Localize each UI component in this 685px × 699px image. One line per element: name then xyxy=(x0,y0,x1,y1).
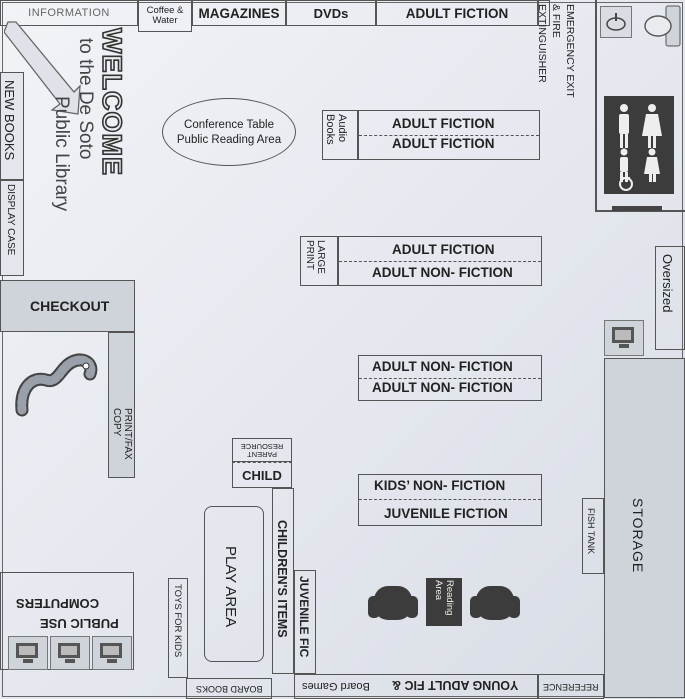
toys-for-kids-shelf xyxy=(168,578,188,678)
welcome-subtitle-2: Public Library xyxy=(51,96,72,212)
storage-room xyxy=(604,358,685,698)
restroom-door xyxy=(612,206,662,211)
toilet-icon xyxy=(640,4,682,50)
young-adult-label: YOUNG ADULT FIC & xyxy=(392,678,519,692)
parent-resource-label: PARENT RESOURCE xyxy=(240,442,284,459)
audio-books-label: Audio Books xyxy=(324,114,348,145)
fish-tank xyxy=(582,498,604,574)
kids-shelf xyxy=(358,474,542,526)
shelf4-top-label: KIDS’ NON- FICTION xyxy=(374,478,506,493)
shelf-divider xyxy=(359,378,541,379)
shelf3-top-label: ADULT NON- FICTION xyxy=(372,359,513,374)
shelf2-top-label: ADULT FICTION xyxy=(392,242,495,257)
adult-fiction-shelf-2 xyxy=(338,236,542,286)
adult-fiction-top-shelf: ADULT FICTION xyxy=(376,0,538,26)
shelf3-bottom-label: ADULT NON- FICTION xyxy=(372,380,513,395)
checkout-desk xyxy=(0,280,135,332)
computer-icon xyxy=(8,636,48,670)
shelf-divider xyxy=(359,135,539,136)
new-books-shelf xyxy=(0,72,24,180)
information-label: INFORMATION xyxy=(28,7,110,19)
dvds-area: DVDs xyxy=(286,0,376,26)
shelf1-top-label: ADULT FICTION xyxy=(392,116,495,131)
emergency-exit-label: EMERGENCY EXIT & FIRE EXTINGUISHER xyxy=(536,4,576,98)
welcome-subtitle-1: to the De Soto xyxy=(75,38,96,160)
shelf-divider xyxy=(339,261,541,262)
welcome-title: WELCOME xyxy=(96,27,128,177)
wheelchair-icon xyxy=(619,177,633,191)
checkout-label: CHECKOUT xyxy=(30,298,110,314)
armchair-icon xyxy=(470,586,520,620)
childrens-items-label: CHILDREN'S ITEMS xyxy=(275,520,289,638)
fish-tank-label: FISH TANK xyxy=(586,508,596,555)
play-area xyxy=(204,506,264,662)
print-fax-label: PRINT/FAX COPY xyxy=(111,408,133,460)
public-use-label: PUBLIC USE xyxy=(40,616,119,631)
reference-label: REFERENCE xyxy=(543,681,599,692)
arrow-icon xyxy=(4,21,81,115)
display-case xyxy=(0,180,24,276)
large-print-shelf xyxy=(300,236,338,286)
armchair-icon xyxy=(368,586,418,620)
sink-icon xyxy=(600,6,632,38)
board-books-label: BOARD BOOKS xyxy=(195,683,263,694)
coffee-label: Coffee & Water xyxy=(146,5,184,26)
computer-icon xyxy=(50,636,90,670)
reading-area-sign: Reading Area xyxy=(426,578,462,626)
shelf4-bottom-label: JUVENILE FICTION xyxy=(384,506,508,521)
child-label: CHILD xyxy=(242,467,282,483)
display-case-label: DISPLAY CASE xyxy=(5,184,16,256)
information-desk: INFORMATION xyxy=(0,0,138,26)
child-shelf: CHILD xyxy=(232,462,292,488)
emergency-exit-box xyxy=(538,0,550,26)
computer-icon xyxy=(604,320,644,356)
toys-for-kids-label: TOYS FOR KIDS xyxy=(172,584,183,658)
conference-table: Conference Table Public Reading Area xyxy=(162,98,296,166)
childrens-items-shelf xyxy=(272,488,294,674)
dvds-label: DVDs xyxy=(313,5,349,21)
board-books-shelf: BOARD BOOKS xyxy=(186,678,272,699)
shelf-divider xyxy=(359,499,541,500)
juvenile-fic-label: JUVENILE FIC xyxy=(297,576,311,658)
magazines-label: MAGAZINES xyxy=(198,5,280,21)
restroom-bottom-wall xyxy=(595,210,685,212)
restroom-wall xyxy=(595,0,597,212)
reading-area-label: Reading Area xyxy=(433,580,455,616)
reference-shelf: REFERENCE xyxy=(538,674,604,699)
checkout-counter xyxy=(108,332,135,478)
coffee-station: Coffee & Water xyxy=(138,0,192,32)
magazines-area: MAGAZINES xyxy=(192,0,286,26)
conference-line-2: Public Reading Area xyxy=(176,133,282,146)
board-games-label: Board Games xyxy=(302,680,370,692)
juvenile-fic-shelf xyxy=(294,570,316,674)
new-books-label: NEW BOOKS xyxy=(2,80,17,161)
worm-icon xyxy=(15,353,98,417)
conference-line-1: Conference Table xyxy=(184,118,274,131)
storage-label: STORAGE xyxy=(630,498,646,574)
adult-non-fiction-shelf xyxy=(358,355,542,401)
adult-fiction-shelf-1 xyxy=(358,110,540,160)
computer-icon xyxy=(92,636,132,670)
adult-fiction-top-label: ADULT FICTION xyxy=(405,5,509,21)
restroom-icon xyxy=(604,96,674,194)
oversized-label: Oversized xyxy=(660,254,675,313)
audio-books-shelf xyxy=(322,110,358,160)
computers-label: COMPUTERS xyxy=(16,596,100,611)
shelf2-bottom-label: ADULT NON- FICTION xyxy=(372,265,513,280)
large-print-label: LARGE PRINT xyxy=(304,240,326,274)
shelf1-bottom-label: ADULT FICTION xyxy=(392,136,495,151)
parent-resource-shelf: PARENT RESOURCE xyxy=(232,438,292,462)
play-area-label: PLAY AREA xyxy=(222,546,239,628)
